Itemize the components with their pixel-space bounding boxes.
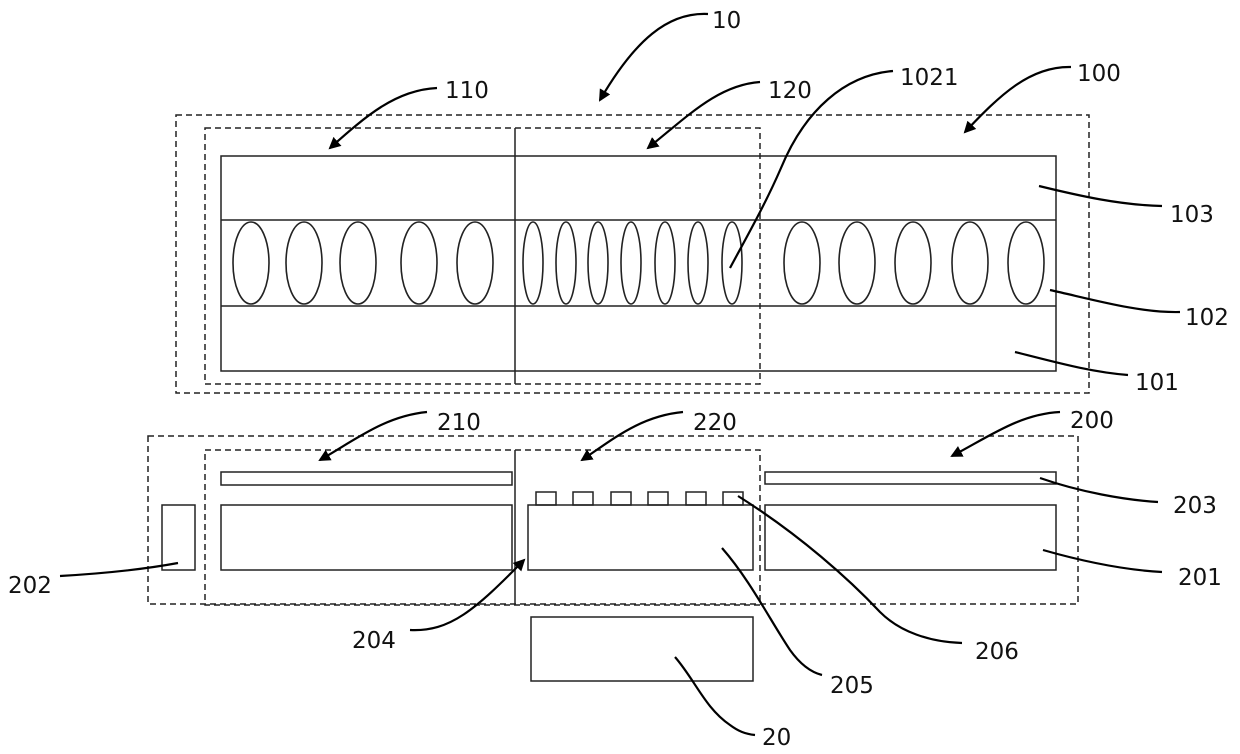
cell-ellipse xyxy=(286,222,322,304)
cell-ellipse xyxy=(784,222,820,304)
label-100: 100 xyxy=(1077,61,1121,87)
pad xyxy=(611,492,631,505)
leader-202 xyxy=(60,563,178,576)
label-110: 110 xyxy=(445,78,489,104)
label-102: 102 xyxy=(1185,305,1229,331)
block-20 xyxy=(531,617,753,681)
label-203: 203 xyxy=(1173,493,1217,519)
arrow-120 xyxy=(648,82,760,148)
cell-ellipse-narrow xyxy=(655,222,675,304)
arrow-10 xyxy=(600,14,708,100)
substrate-left xyxy=(221,505,512,570)
strip-left xyxy=(221,472,512,485)
label-204: 204 xyxy=(352,628,396,654)
pad xyxy=(686,492,706,505)
leader-103 xyxy=(1039,186,1162,206)
leader-203 xyxy=(1040,478,1158,502)
label-20: 20 xyxy=(762,725,791,751)
label-101: 101 xyxy=(1135,370,1179,396)
pad xyxy=(536,492,556,505)
substrate-205 xyxy=(528,505,753,570)
arrow-110 xyxy=(330,88,437,148)
cell-ellipse-narrow xyxy=(621,222,641,304)
cell-ellipse xyxy=(1008,222,1044,304)
label-120: 120 xyxy=(768,78,812,104)
label-201: 201 xyxy=(1178,565,1222,591)
cells-middle xyxy=(523,222,742,304)
module-200-boundary xyxy=(148,436,1078,604)
label-202: 202 xyxy=(8,573,52,599)
arrow-100 xyxy=(965,67,1071,132)
label-1021: 1021 xyxy=(900,65,959,91)
cell-ellipse xyxy=(233,222,269,304)
leader-102 xyxy=(1050,290,1180,312)
label-200: 200 xyxy=(1070,408,1114,434)
cell-ellipse-narrow xyxy=(588,222,608,304)
label-210: 210 xyxy=(437,410,481,436)
strip-203 xyxy=(765,472,1056,484)
pad xyxy=(648,492,668,505)
cell-ellipse xyxy=(340,222,376,304)
leader-201 xyxy=(1043,550,1162,572)
leader-20 xyxy=(675,657,755,735)
label-220: 220 xyxy=(693,410,737,436)
label-103: 103 xyxy=(1170,202,1214,228)
pad xyxy=(573,492,593,505)
cell-ellipse xyxy=(839,222,875,304)
leader-205 xyxy=(722,548,822,675)
cell-ellipse xyxy=(895,222,931,304)
cell-ellipse-narrow xyxy=(523,222,543,304)
cell-ellipse-narrow xyxy=(688,222,708,304)
pads-206 xyxy=(536,492,743,505)
label-10: 10 xyxy=(712,8,741,34)
cell-ellipse xyxy=(457,222,493,304)
cell-ellipse-narrow xyxy=(556,222,576,304)
substrate-201 xyxy=(765,505,1056,570)
region-210-220-boundary xyxy=(205,450,760,605)
cell-ellipse xyxy=(952,222,988,304)
cells-left xyxy=(233,222,493,304)
region-110-120-boundary xyxy=(205,128,760,384)
label-206: 206 xyxy=(975,639,1019,665)
arrow-200 xyxy=(952,412,1060,456)
component-202 xyxy=(162,505,195,570)
label-205: 205 xyxy=(830,673,874,699)
cell-ellipse xyxy=(401,222,437,304)
cells-right xyxy=(784,222,1044,304)
